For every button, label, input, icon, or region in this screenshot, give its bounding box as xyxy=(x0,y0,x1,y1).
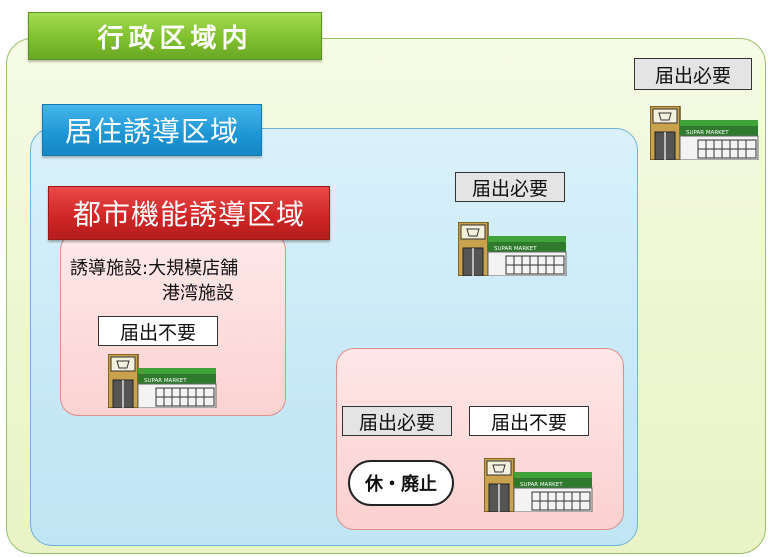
induction-facility-text: 誘導施設:大規模店舗 港湾施設 xyxy=(70,256,284,308)
facility-line-2: 港湾施設 xyxy=(162,283,234,304)
urban-function-area-title: 都市機能誘導区域 xyxy=(48,186,330,240)
svg-text:SUPAR MARKET: SUPAR MARKET xyxy=(144,378,187,384)
administrative-area-title: 行政区域内 xyxy=(28,12,322,60)
notification-required-label: 届出必要 xyxy=(455,172,565,202)
notification-required-label: 届出必要 xyxy=(342,406,452,436)
facility-line-1: 誘導施設:大規模店舗 xyxy=(70,258,239,279)
svg-text:SUPAR MARKET: SUPAR MARKET xyxy=(494,246,537,252)
notification-not-required-label: 届出不要 xyxy=(469,406,589,436)
svg-text:SUPAR MARKET: SUPAR MARKET xyxy=(686,130,729,136)
notification-required-label: 届出必要 xyxy=(634,58,752,90)
supermarket-icon: SUPAR MARKET xyxy=(458,222,568,276)
residential-area-title: 居住誘導区域 xyxy=(42,104,262,156)
supermarket-icon: SUPAR MARKET xyxy=(650,106,760,160)
closure-badge: 休・廃止 xyxy=(348,460,454,506)
supermarket-icon: SUPAR MARKET xyxy=(484,458,594,512)
svg-text:SUPAR MARKET: SUPAR MARKET xyxy=(520,482,563,488)
notification-not-required-label: 届出不要 xyxy=(98,316,218,346)
supermarket-icon: SUPAR MARKET xyxy=(108,354,218,408)
